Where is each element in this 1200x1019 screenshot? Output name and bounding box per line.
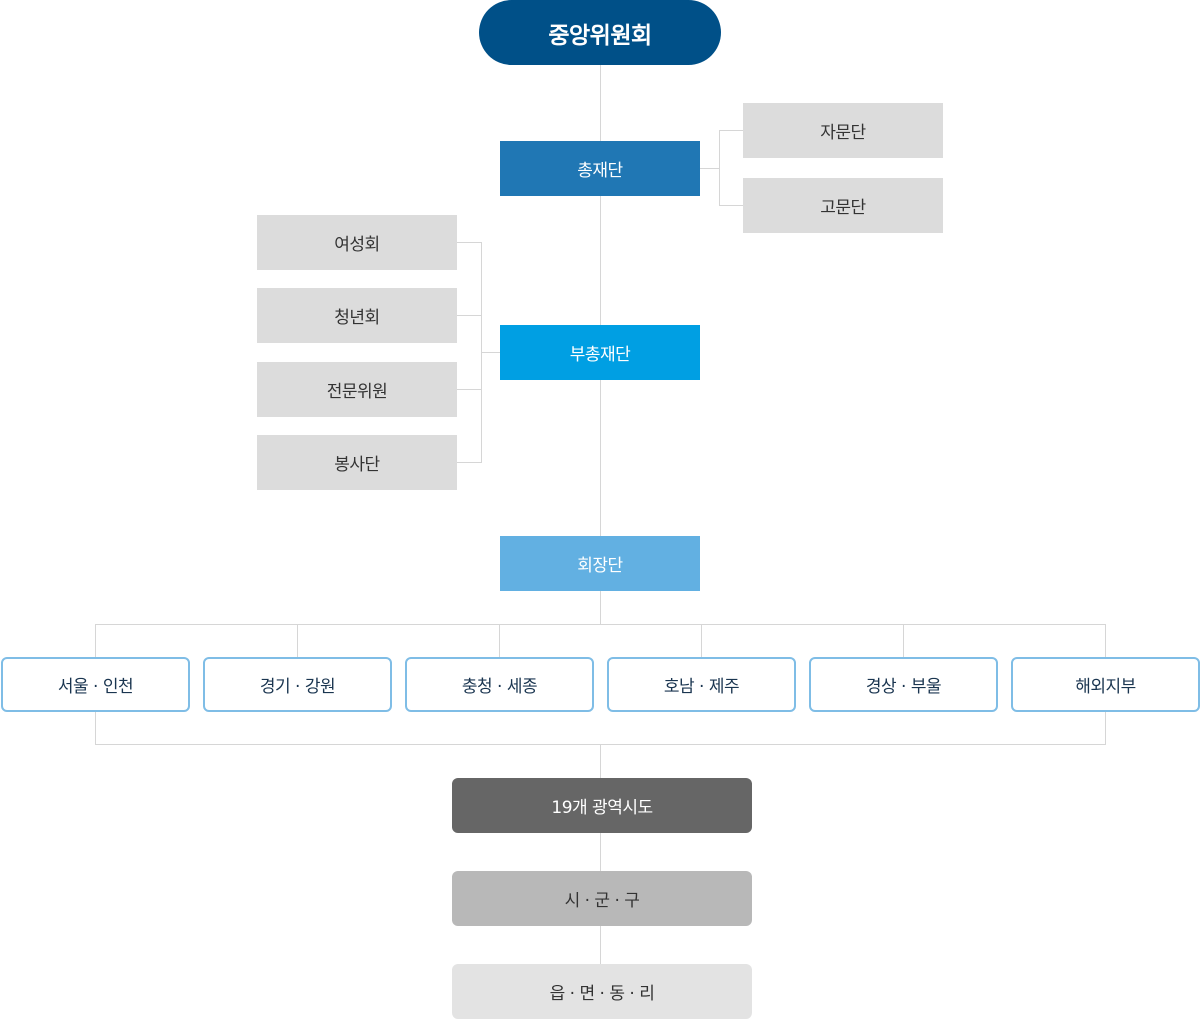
region-top-bar — [95, 624, 1106, 625]
level-node-3: 읍 · 면 · 동 · 리 — [452, 964, 752, 1019]
committee-label-3: 전문위원 — [326, 382, 388, 402]
advisory-node-1: 자문단 — [743, 103, 943, 158]
region-label-6: 해외지부 — [1075, 677, 1136, 697]
level-label-1: 19개 광역시도 — [551, 798, 653, 818]
region-drop-4 — [701, 624, 702, 657]
committee-label-4: 봉사단 — [334, 455, 380, 475]
committee-label-2: 청년회 — [334, 308, 380, 328]
vice-secretary-general-node: 부총재단 — [500, 325, 700, 380]
region-label-3: 충청 · 세종 — [461, 677, 538, 697]
region-node-3: 충청 · 세종 — [405, 657, 594, 712]
region-node-6: 해외지부 — [1011, 657, 1200, 712]
region-node-4: 호남 · 제주 — [607, 657, 796, 712]
advisory-vertical — [719, 130, 720, 205]
region-drop-5 — [903, 624, 904, 657]
level-label-2: 시 · 군 · 구 — [564, 891, 640, 911]
committee-node-1: 여성회 — [257, 215, 457, 270]
advisory-stub — [700, 168, 720, 169]
advisory-label-2: 고문단 — [820, 198, 866, 218]
region-drop-6 — [1105, 624, 1106, 657]
chairmen-node: 회장단 — [500, 536, 700, 591]
lower-spine — [600, 744, 601, 969]
region-node-2: 경기 · 강원 — [203, 657, 392, 712]
level-node-1: 19개 광역시도 — [452, 778, 752, 833]
region-rise-1 — [95, 712, 96, 745]
region-node-5: 경상 · 부울 — [809, 657, 998, 712]
committee-node-4: 봉사단 — [257, 435, 457, 490]
advisory-node-2: 고문단 — [743, 178, 943, 233]
advisory-branch-2 — [719, 205, 743, 206]
committee-node-2: 청년회 — [257, 288, 457, 343]
vice-secretary-general-label: 부총재단 — [569, 345, 631, 365]
level-node-2: 시 · 군 · 구 — [452, 871, 752, 926]
secretary-general-node: 총재단 — [500, 141, 700, 196]
committee-vertical — [481, 242, 482, 463]
advisory-label-1: 자문단 — [820, 123, 866, 143]
region-node-1: 서울 · 인천 — [1, 657, 190, 712]
advisory-branch-1 — [719, 130, 743, 131]
region-drop-3 — [499, 624, 500, 657]
secretary-general-label: 총재단 — [577, 161, 623, 181]
region-label-2: 경기 · 강원 — [259, 677, 336, 697]
committee-branch-1 — [457, 242, 482, 243]
region-drop-2 — [297, 624, 298, 657]
level-label-3: 읍 · 면 · 동 · 리 — [549, 984, 655, 1004]
region-label-4: 호남 · 제주 — [663, 677, 740, 697]
committee-stub — [481, 352, 500, 353]
committee-label-1: 여성회 — [334, 235, 380, 255]
committee-branch-4 — [457, 462, 482, 463]
committee-branch-3 — [457, 389, 482, 390]
region-rise-6 — [1105, 712, 1106, 745]
central-committee-node: 중앙위원회 — [479, 0, 721, 65]
committee-branch-2 — [457, 315, 482, 316]
region-label-1: 서울 · 인천 — [57, 677, 134, 697]
central-committee-label: 중앙위원회 — [548, 22, 652, 49]
chairmen-label: 회장단 — [577, 556, 623, 576]
region-label-5: 경상 · 부울 — [865, 677, 942, 697]
region-drop-1 — [95, 624, 96, 657]
committee-node-3: 전문위원 — [257, 362, 457, 417]
